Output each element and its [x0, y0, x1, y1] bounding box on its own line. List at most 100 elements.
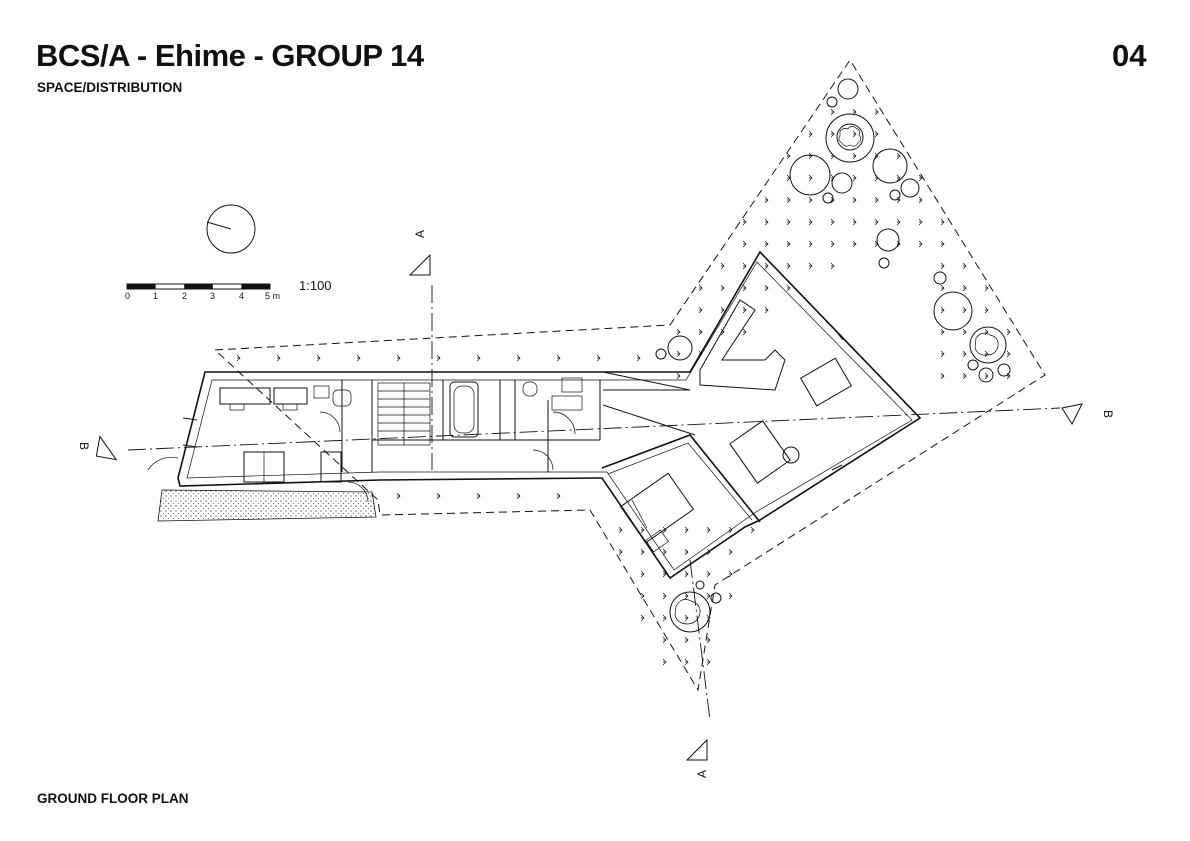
grass-mark: [706, 570, 711, 578]
grass-mark: [830, 196, 835, 204]
grass-mark: [808, 152, 813, 160]
office-furniture: [147, 385, 369, 503]
grass-mark: [396, 354, 401, 362]
grass-mark: [750, 526, 755, 534]
grass-mark: [874, 196, 879, 204]
section-a-label-bottom: A: [695, 770, 709, 778]
grass-mark: [720, 306, 725, 314]
grass-mark: [356, 354, 361, 362]
scale-tick-0: 0: [125, 291, 130, 301]
grass-mark: [556, 354, 561, 362]
grass-mark: [830, 130, 835, 138]
section-b-label-right: B: [1101, 410, 1115, 418]
scale-tick-2: 2: [182, 291, 187, 301]
grass-mark: [786, 196, 791, 204]
grass-mark: [684, 570, 689, 578]
grass-mark: [918, 218, 923, 226]
grass-mark: [1006, 350, 1011, 358]
grass-mark: [476, 354, 481, 362]
grass-mark: [706, 636, 711, 644]
grass-mark: [764, 306, 769, 314]
grass-mark: [830, 262, 835, 270]
grass-mark: [852, 108, 857, 116]
grass-mark: [962, 372, 967, 380]
building-walls: [177, 250, 922, 580]
grass-mark: [940, 350, 945, 358]
section-b-label-left: B: [77, 442, 91, 450]
grass-mark: [830, 174, 835, 182]
grass-mark: [764, 284, 769, 292]
grass-mark: [728, 570, 733, 578]
north-arrow-icon: [206, 204, 256, 254]
grass-mark: [852, 240, 857, 248]
grass-mark: [636, 354, 641, 362]
scale-tick-5: 5 m: [265, 291, 280, 301]
grass-mark: [896, 196, 901, 204]
drawing-caption: GROUND FLOOR PLAN: [37, 791, 189, 806]
grass-mark: [940, 284, 945, 292]
grass-mark: [684, 636, 689, 644]
landscape-trees: [655, 78, 1011, 633]
grass-mark: [706, 658, 711, 666]
grass-mark: [618, 548, 623, 556]
grass-mark: [396, 492, 401, 500]
grass-mark: [618, 526, 623, 534]
scale-tick-3: 3: [210, 291, 215, 301]
grass-mark: [764, 240, 769, 248]
grass-mark: [984, 284, 989, 292]
grass-mark: [808, 218, 813, 226]
grass-mark: [516, 354, 521, 362]
grass-mark: [962, 350, 967, 358]
grass-mark: [786, 152, 791, 160]
grass-mark: [940, 328, 945, 336]
scale-tick-1: 1: [153, 291, 158, 301]
grass-mark: [640, 570, 645, 578]
grass-mark: [852, 196, 857, 204]
grass-mark: [720, 284, 725, 292]
grass-mark: [436, 354, 441, 362]
grass-mark: [984, 328, 989, 336]
grass-mark: [742, 306, 747, 314]
grass-mark: [684, 548, 689, 556]
grass-mark: [874, 174, 879, 182]
scale-ratio: 1:100: [299, 278, 332, 293]
grass-mark: [852, 152, 857, 160]
grass-mark: [742, 240, 747, 248]
grass-mark: [662, 526, 667, 534]
grass-mark: [676, 350, 681, 358]
grass-mark: [640, 614, 645, 622]
grass-mark: [728, 548, 733, 556]
grass-mark: [896, 218, 901, 226]
grass-mark: [808, 196, 813, 204]
grass-mark: [662, 614, 667, 622]
grass-mark: [962, 284, 967, 292]
grass-mark: [940, 306, 945, 314]
grass-mark: [918, 240, 923, 248]
grass-mark: [662, 570, 667, 578]
page-number: 04: [1112, 38, 1147, 73]
grass-mark: [940, 372, 945, 380]
sheet-subtitle: SPACE/DISTRIBUTION: [37, 80, 183, 95]
sheet-title: BCS/A - Ehime - GROUP 14: [36, 38, 424, 73]
grass-mark: [684, 526, 689, 534]
scale-bar: 0 1 2 3 4 5 m 1:100: [125, 278, 332, 301]
grass-mark: [808, 174, 813, 182]
grass-mark: [962, 262, 967, 270]
grass-mark: [786, 174, 791, 182]
grass-mark: [684, 614, 689, 622]
grass-mark: [764, 196, 769, 204]
grass-mark: [316, 354, 321, 362]
grass-mark: [684, 658, 689, 666]
grass-mark: [706, 548, 711, 556]
grass-mark: [940, 218, 945, 226]
grass-mark: [236, 354, 241, 362]
grass-mark: [596, 354, 601, 362]
grass-mark: [706, 614, 711, 622]
grass-mark: [786, 218, 791, 226]
grass-mark: [436, 492, 441, 500]
grass-mark: [830, 108, 835, 116]
grass-mark: [476, 492, 481, 500]
grass-mark: [786, 240, 791, 248]
scale-tick-4: 4: [239, 291, 244, 301]
